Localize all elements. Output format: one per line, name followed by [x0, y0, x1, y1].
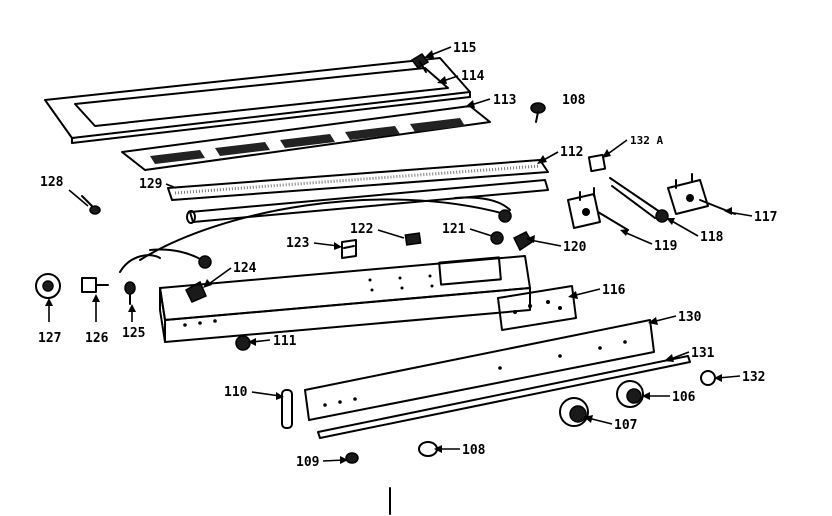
part-block-122 [404, 232, 422, 246]
part-knob-106 [616, 380, 644, 408]
callout-108-top: 108 [562, 93, 586, 108]
part-screw-108-top [530, 102, 546, 123]
part-thermostat-119 [567, 187, 629, 231]
part-screw-109 [345, 452, 359, 464]
part-screw-115 [410, 53, 430, 73]
callout-132: 132 [742, 370, 765, 385]
part-rod-110 [281, 389, 293, 429]
part-plug-111 [235, 335, 251, 351]
callout-labels: 115 114 113 108 112 132 A 128 129 117 11… [38, 41, 777, 470]
callout-123: 123 [286, 236, 309, 251]
part-ball-132 [700, 370, 716, 386]
callout-127: 127 [38, 331, 61, 346]
part-clip-132a [587, 153, 607, 173]
part-bulb-128 [81, 195, 101, 215]
callout-111: 111 [273, 334, 297, 349]
callout-121: 121 [442, 222, 466, 237]
callout-120: 120 [563, 240, 587, 255]
part-lampholder-121 [490, 231, 504, 245]
part-switch-117 [667, 173, 736, 215]
callout-109: 109 [296, 455, 319, 470]
part-wire-harness [139, 198, 506, 261]
part-connector-left [198, 255, 212, 269]
part-board-116 [497, 285, 577, 331]
part-wire-harness-2 [454, 196, 511, 211]
callout-130: 130 [678, 310, 702, 325]
part-timer-127 [35, 273, 61, 299]
callout-115: 115 [453, 41, 476, 56]
callout-113: 113 [493, 93, 516, 108]
part-wire-left [149, 248, 206, 263]
callout-112: 112 [560, 145, 583, 160]
callout-110: 110 [224, 385, 248, 400]
callout-108-bottom: 108 [462, 443, 486, 458]
callout-126: 126 [85, 331, 109, 346]
callout-117: 117 [754, 210, 777, 225]
callout-119: 119 [654, 239, 677, 254]
leader-lines [45, 46, 753, 464]
part-connector-top [498, 209, 512, 223]
callout-116: 116 [602, 283, 626, 298]
callout-118: 118 [700, 230, 724, 245]
callout-129: 129 [139, 177, 162, 192]
callout-132a: 132 A [630, 134, 663, 147]
callout-125: 125 [122, 326, 145, 341]
part-top-cover [44, 57, 471, 144]
part-lamp-125 [124, 281, 136, 305]
callout-122: 122 [350, 222, 373, 237]
callout-131: 131 [691, 346, 715, 361]
callout-114: 114 [461, 69, 485, 84]
part-wire-118 [609, 177, 669, 223]
part-control-panel-housing [159, 255, 531, 343]
part-vent-grille [121, 105, 491, 171]
callout-128: 128 [40, 175, 64, 190]
callout-124: 124 [233, 261, 257, 276]
callout-107: 107 [614, 418, 637, 433]
part-knob-107 [559, 397, 589, 427]
part-wire-left-2 [119, 254, 161, 273]
part-fluorescent-tube [186, 179, 549, 224]
part-panel-130 [304, 319, 655, 421]
part-bracket-123 [341, 239, 357, 259]
callout-106: 106 [672, 390, 696, 405]
part-light-shield [167, 159, 549, 201]
part-lampholder-120 [512, 231, 534, 252]
part-trim-131 [317, 355, 691, 439]
part-connector-126 [81, 277, 109, 293]
